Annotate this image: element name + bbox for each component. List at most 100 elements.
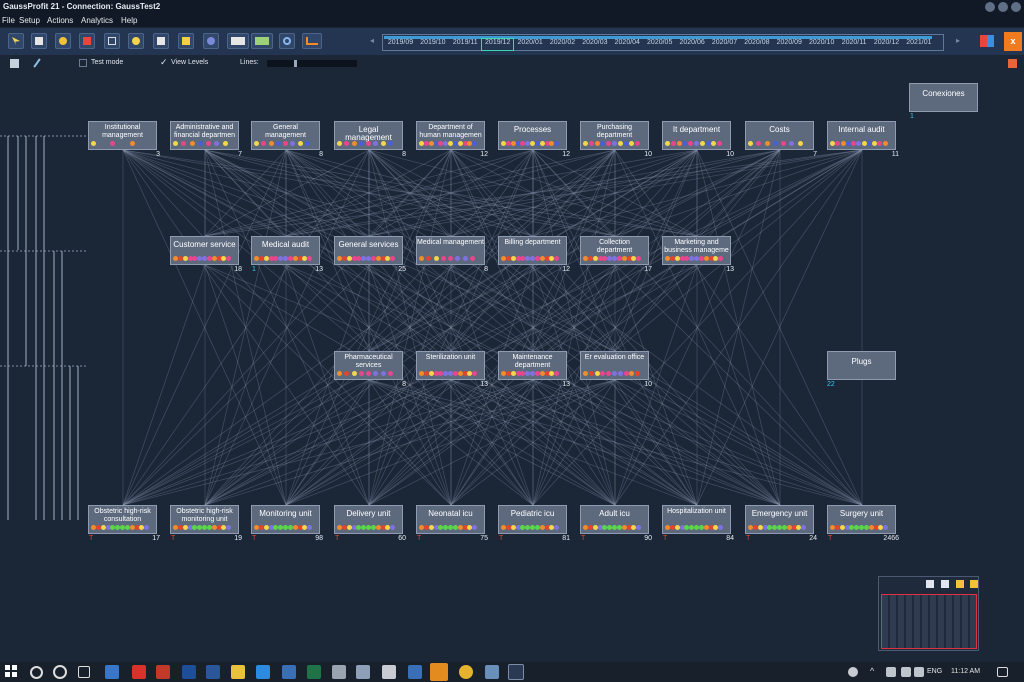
sun-button[interactable] xyxy=(128,33,144,49)
tray-chevron-icon[interactable]: ^ xyxy=(870,666,875,676)
maximize-icon[interactable] xyxy=(998,2,1008,12)
exit-button[interactable]: x xyxy=(1004,32,1022,51)
timeline-next-icon[interactable]: ▸ xyxy=(956,36,961,45)
clock[interactable]: 11:12 AM xyxy=(951,668,981,675)
test-mode-checkbox[interactable] xyxy=(79,59,87,67)
people-icon[interactable] xyxy=(848,667,858,677)
node-hospitalization-unit[interactable]: Hospitalization unit xyxy=(662,505,731,534)
cortana-icon[interactable] xyxy=(53,665,67,679)
view-levels-checkbox[interactable]: ✓ xyxy=(160,57,168,67)
app-icon-6[interactable] xyxy=(332,665,346,679)
app-icon-7[interactable] xyxy=(356,665,370,679)
fit-width-icon[interactable] xyxy=(926,580,934,588)
node-billing-department[interactable]: Billing department xyxy=(498,236,567,265)
node-collection-department[interactable]: Collection department xyxy=(580,236,649,265)
node-general-management[interactable]: General management xyxy=(251,121,320,150)
menu-setup[interactable]: Setup xyxy=(19,16,40,25)
timeline-date[interactable]: 2020/06 xyxy=(679,39,705,46)
language-indicator[interactable]: ENG xyxy=(927,668,943,675)
zoom-in-icon[interactable] xyxy=(956,580,964,588)
chrome-icon[interactable] xyxy=(459,665,473,679)
timeline-date[interactable]: 2020/08 xyxy=(744,39,770,46)
timeline-date[interactable]: 2020/05 xyxy=(647,39,673,46)
palette-icon[interactable] xyxy=(980,35,994,47)
menu-file[interactable]: File xyxy=(2,16,15,25)
node-costs[interactable]: Costs xyxy=(745,121,814,150)
word-icon[interactable] xyxy=(206,665,220,679)
app-icon-4[interactable] xyxy=(182,665,196,679)
app-icon-9[interactable] xyxy=(408,665,422,679)
node-obstetric-high-risk-monitoring-unit[interactable]: Obstetric high-risk monitoring unit xyxy=(170,505,239,534)
node-legal-management[interactable]: Legal management xyxy=(334,121,403,150)
node-customer-service[interactable]: Customer service xyxy=(170,236,239,265)
network-button[interactable] xyxy=(203,33,219,49)
node-internal-audit[interactable]: Internal audit xyxy=(827,121,896,150)
timeline-date[interactable]: 2020/01 xyxy=(517,39,543,46)
pen-icon[interactable] xyxy=(33,58,41,68)
lines-slider-thumb[interactable] xyxy=(294,60,297,67)
node-it-department[interactable]: It department xyxy=(662,121,731,150)
app-icon-5[interactable] xyxy=(282,665,296,679)
tree-alt-button[interactable] xyxy=(251,33,273,49)
node-institutional-management[interactable]: Institutional management xyxy=(88,121,157,150)
minimize-icon[interactable] xyxy=(985,2,995,12)
close-icon[interactable] xyxy=(1011,2,1021,12)
node-er-evaluation-office[interactable]: Er evaluation office xyxy=(580,351,649,380)
connect-button[interactable] xyxy=(79,33,95,49)
start-icon[interactable] xyxy=(5,665,17,677)
timeline-date[interactable]: 2019/12 xyxy=(481,38,515,51)
link-button[interactable] xyxy=(55,33,71,49)
node-plugs[interactable]: Plugs xyxy=(827,351,896,380)
node-maintenance-department[interactable]: Maintenance department xyxy=(498,351,567,380)
node-processes[interactable]: Processes xyxy=(498,121,567,150)
app-icon-1[interactable] xyxy=(105,665,119,679)
tray-app-icon[interactable] xyxy=(886,667,896,677)
timeline-date[interactable]: 2020/07 xyxy=(711,39,738,46)
node-obstetric-high-risk-consultation[interactable]: Obstetric high-risk consultation xyxy=(88,505,157,534)
layout-button[interactable] xyxy=(153,33,169,49)
timeline-date[interactable]: 2019/09 xyxy=(387,39,414,46)
node-administrative-and-financial-departmen[interactable]: Administrative and financial departmen xyxy=(170,121,239,150)
timeline-date[interactable]: 2020/11 xyxy=(841,39,867,46)
node-marketing-and-business-manageme[interactable]: Marketing and business manageme xyxy=(662,236,731,265)
node-delivery-unit[interactable]: Delivery unit xyxy=(334,505,403,534)
node-department-of-human-managemen[interactable]: Department of human managemen xyxy=(416,121,485,150)
node-general-services[interactable]: General services xyxy=(334,236,403,265)
undo-button[interactable] xyxy=(279,33,295,49)
minimap[interactable] xyxy=(878,576,979,651)
menu-analytics[interactable]: Analytics xyxy=(81,16,114,25)
app-icon-8[interactable] xyxy=(382,665,396,679)
timeline-date[interactable]: 2020/10 xyxy=(809,39,835,46)
notifications-icon[interactable] xyxy=(997,667,1008,677)
node-medical-audit[interactable]: Medical audit xyxy=(251,236,320,265)
chart-button[interactable] xyxy=(302,33,322,49)
timeline-date[interactable]: 2021/01 xyxy=(906,39,932,46)
save-button[interactable] xyxy=(31,33,47,49)
node-pharmaceutical-services[interactable]: Pharmaceutical services xyxy=(334,351,403,380)
node-conexiones[interactable]: Conexiones xyxy=(909,83,978,112)
task-view-icon[interactable] xyxy=(78,666,90,678)
note-button[interactable] xyxy=(178,33,194,49)
settings-icon[interactable] xyxy=(1008,59,1017,68)
node-monitoring-unit[interactable]: Monitoring unit xyxy=(251,505,320,534)
app-icon-3[interactable] xyxy=(156,665,170,679)
sticky-notes-icon[interactable] xyxy=(430,663,448,681)
timeline-date[interactable]: 2020/09 xyxy=(776,39,802,46)
node-adult-icu[interactable]: Adult icu xyxy=(580,505,649,534)
minimap-viewport[interactable] xyxy=(881,594,977,649)
node-sterilization-unit[interactable]: Sterilization unit xyxy=(416,351,485,380)
app-icon-10[interactable] xyxy=(485,665,499,679)
folder-icon[interactable] xyxy=(231,665,245,679)
timeline-date[interactable]: 2019/11 xyxy=(452,39,478,46)
menu-help[interactable]: Help xyxy=(121,16,138,25)
network-icon[interactable] xyxy=(901,667,911,677)
volume-icon[interactable] xyxy=(914,667,924,677)
menu-actions[interactable]: Actions xyxy=(47,16,74,25)
app-icon-2[interactable] xyxy=(132,665,146,679)
image-icon[interactable] xyxy=(10,59,19,68)
timeline-date[interactable]: 2019/10 xyxy=(420,39,446,46)
edge-icon[interactable] xyxy=(256,665,270,679)
select-tool-button[interactable] xyxy=(8,33,24,49)
search-icon[interactable] xyxy=(30,666,43,679)
timeline-prev-icon[interactable]: ◂ xyxy=(370,36,375,45)
